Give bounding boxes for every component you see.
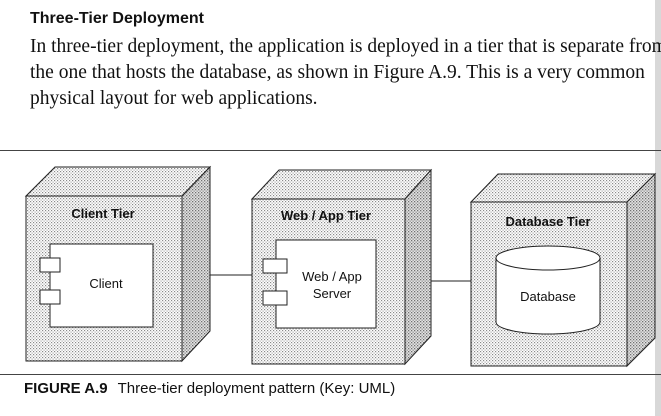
body-paragraph: In three-tier deployment, the applicatio… (30, 34, 661, 112)
component-label-line: Web / App (302, 269, 362, 284)
component-label-line: Server (313, 286, 352, 301)
paragraph-line: the one that hosts the database, as show… (30, 62, 645, 83)
node-title: Client Tier (71, 206, 134, 221)
node-title: Web / App Tier (281, 208, 371, 223)
component-client: Client (39, 243, 154, 328)
figure-bottom-rule (0, 374, 661, 375)
figure-label: FIGURE A.9 (24, 380, 108, 397)
figure-caption: FIGURE A.9 Three-tier deployment pattern … (24, 380, 395, 397)
page-edge-shadow (655, 0, 661, 416)
deployment-diagram: Client Tier Client Web / App Tier Web / … (24, 165, 657, 368)
figure-caption-text: Three-tier deployment pattern (Key: UML) (117, 380, 396, 397)
node-web-app-tier: Web / App Tier Web / App Server (250, 168, 433, 366)
component-port (39, 257, 61, 273)
paragraph-line: physical layout for web applications. (30, 88, 318, 109)
component-port (262, 290, 288, 306)
component-web-app-server: Web / App Server (262, 239, 377, 329)
section-heading: Three-Tier Deployment (30, 10, 204, 27)
database-cylinder: Database (495, 245, 601, 335)
component-port (262, 258, 288, 274)
node-client-tier: Client Tier Client (24, 165, 212, 363)
component-label: Client (89, 276, 123, 291)
node-database-tier: Database Tier Database (469, 172, 657, 368)
paragraph-line: In three-tier deployment, the applicatio… (30, 36, 661, 57)
figure-top-rule (0, 150, 661, 151)
database-label: Database (520, 289, 576, 304)
component-port (39, 289, 61, 305)
node-title: Database Tier (505, 214, 590, 229)
